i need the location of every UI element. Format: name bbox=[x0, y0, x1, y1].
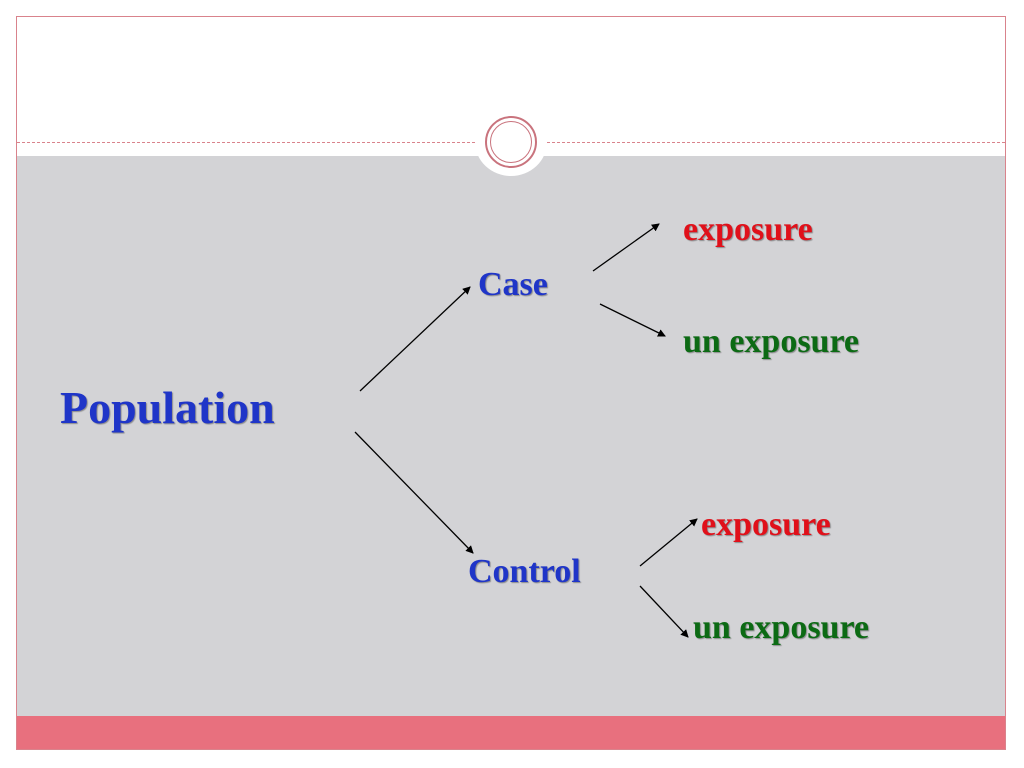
case-unexposure-label: un exposure bbox=[683, 323, 860, 360]
arrow-case-to-exposure bbox=[592, 223, 660, 272]
arrow-case-to-unexposure bbox=[599, 303, 666, 337]
case-label: Case bbox=[478, 266, 548, 303]
medallion-inner-ring bbox=[490, 121, 532, 163]
case-exposure-label: exposure bbox=[683, 211, 813, 248]
control-label: Control bbox=[468, 553, 581, 590]
arrow-control-to-exposure bbox=[639, 518, 698, 567]
footer-band bbox=[17, 716, 1005, 749]
arrow-control-to-unexposure bbox=[639, 585, 689, 638]
content-area bbox=[17, 156, 1005, 716]
arrow-population-to-control bbox=[354, 431, 474, 554]
population-label: Population bbox=[60, 382, 275, 433]
control-exposure-label: exposure bbox=[701, 506, 831, 543]
arrow-population-to-case bbox=[359, 286, 471, 392]
control-unexposure-label: un exposure bbox=[693, 609, 870, 646]
